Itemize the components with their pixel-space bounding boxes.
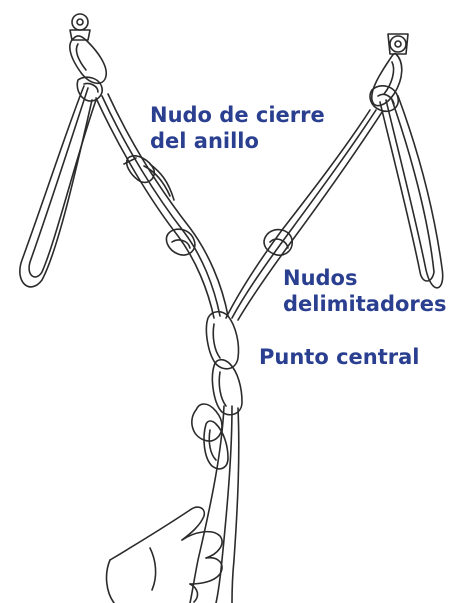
central-carabiner-mid-icon [212, 360, 242, 415]
closure-knot-label: Nudo de cierre del anillo [150, 102, 325, 154]
delimiting-knots-label: Nudos delimitadores [283, 265, 447, 317]
closure-knot-label-line1: Nudo de cierre [150, 102, 325, 128]
delimiting-knots-label-line2: delimitadores [283, 291, 447, 317]
right-delimiting-knot-icon [264, 230, 292, 256]
left-carabiner-icon [70, 36, 106, 83]
central-carabiner-low-icon [192, 404, 228, 469]
closure-knot-label-line2: del anillo [150, 128, 325, 154]
hand-icon [107, 507, 223, 603]
central-point-label-text: Punto central [259, 345, 419, 369]
right-sling-loop [370, 86, 443, 288]
closure-knot-icon [124, 156, 174, 200]
delimiting-knots-label-line1: Nudos [283, 265, 447, 291]
central-point-label: Punto central [259, 344, 419, 370]
left-sling-loop [20, 77, 102, 287]
anchor-bolt-right-icon [388, 34, 408, 54]
